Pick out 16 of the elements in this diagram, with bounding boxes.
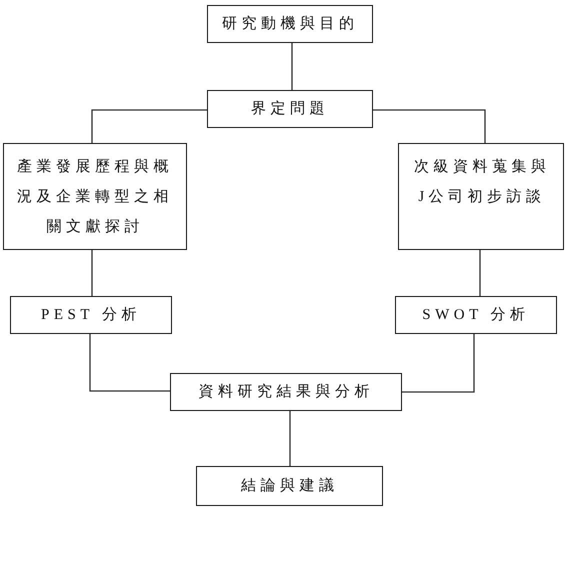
process-box: 研究動機與目的: [207, 5, 373, 43]
process-box: 產業發展歷程與概況及企業轉型之相關文獻探討: [3, 143, 187, 250]
connector-line: [91, 109, 207, 143]
connector-line: [289, 411, 291, 466]
connector-line: [402, 334, 475, 393]
connector-line: [479, 250, 481, 296]
connector-line: [89, 334, 170, 392]
connector-line: [91, 250, 93, 296]
process-box: 結論與建議: [196, 466, 383, 506]
process-box: 次級資料蒐集與J公司初步訪談: [398, 143, 564, 250]
process-box: PEST 分析: [10, 296, 172, 334]
process-box: 資料研究結果與分析: [170, 373, 402, 411]
connector-line: [373, 109, 486, 143]
process-box: 界定問題: [207, 90, 373, 128]
connector-line: [291, 43, 293, 90]
process-box: SWOT 分析: [395, 296, 557, 334]
